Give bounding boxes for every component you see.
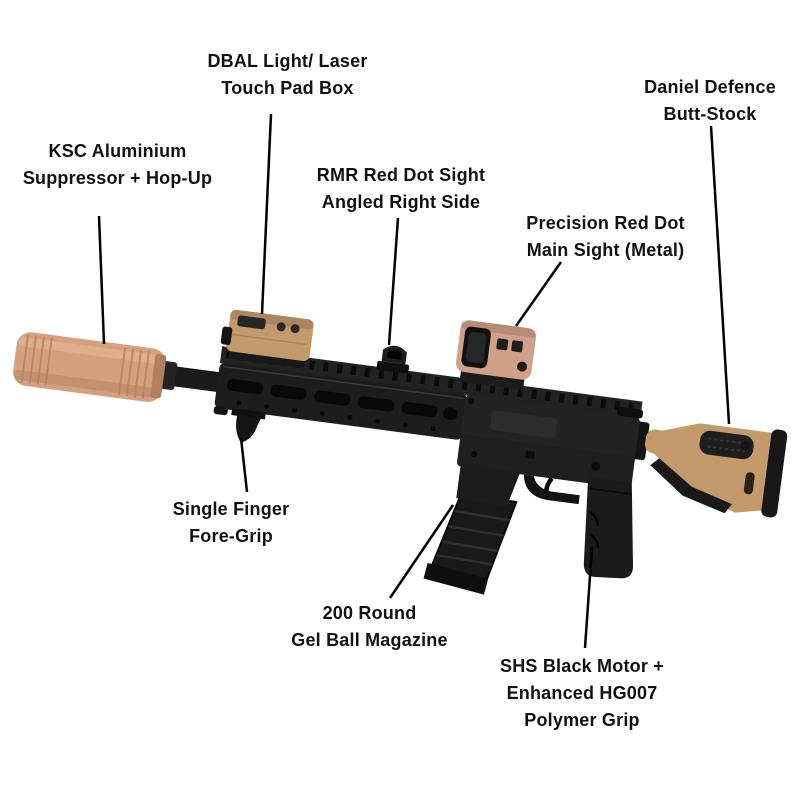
label-line: Touch Pad Box — [221, 78, 354, 98]
dbal-box — [220, 309, 314, 369]
label-dbal-light-laser: DBAL Light/ Laser Touch Pad Box — [170, 48, 405, 102]
sling-slot — [743, 472, 755, 495]
mlok-slots — [227, 378, 458, 420]
callout-line-suppressor — [97, 215, 106, 345]
charging-handle — [616, 406, 644, 419]
mag-baseplate — [423, 562, 489, 595]
label-line: Fore-Grip — [189, 526, 273, 546]
trigger — [544, 477, 554, 499]
label-line: RMR Red Dot Sight — [316, 165, 486, 185]
callout-line-grip — [583, 546, 594, 649]
safety-selector — [591, 461, 601, 471]
dbal-lens — [220, 326, 233, 345]
label-line: Gel Ball Magazine — [291, 630, 448, 650]
callout-lines — [97, 113, 731, 649]
suppressor — [13, 332, 167, 402]
rmr-sight — [376, 345, 410, 374]
lower-receiver — [456, 434, 635, 507]
callout-line-main-sight — [514, 261, 563, 327]
label-line: Main Sight (Metal) — [526, 240, 685, 260]
butt-stock — [650, 423, 788, 518]
pistol-grip — [583, 477, 634, 579]
callout-line-magazine — [388, 504, 455, 599]
label-line: Angled Right Side — [321, 192, 481, 212]
cheek-panel — [699, 430, 754, 460]
rifle — [13, 309, 788, 595]
dbal-touch-pad — [237, 315, 266, 330]
label-line: Daniel Defence — [644, 77, 776, 97]
label-line: Single Finger — [172, 499, 290, 519]
label-butt-stock: Daniel Defence Butt-Stock — [600, 74, 800, 128]
callout-line-dbal — [260, 113, 273, 315]
label-line: SHS Black Motor + — [500, 656, 664, 676]
butt-pad — [761, 429, 788, 518]
label-line: KSC Aluminium — [48, 141, 187, 161]
label-line: 200 Round — [322, 603, 417, 623]
magazine — [423, 493, 518, 595]
label-main-sight: Precision Red Dot Main Sight (Metal) — [498, 210, 713, 264]
handguard-holes — [236, 400, 436, 432]
magwell — [456, 464, 521, 507]
trigger-guard — [523, 474, 580, 505]
handguard — [213, 346, 643, 440]
callout-line-rmr — [387, 217, 400, 346]
label-magazine: 200 Round Gel Ball Magazine — [262, 600, 477, 654]
label-fore-grip: Single Finger Fore-Grip — [140, 496, 322, 550]
callout-line-butt-stock — [709, 125, 731, 425]
callout-line-fore-grip — [239, 437, 249, 493]
label-rmr-sight: RMR Red Dot Sight Angled Right Side — [295, 162, 507, 216]
label-line: DBAL Light/ Laser — [207, 51, 368, 71]
sling-point — [213, 406, 228, 416]
label-line: Precision Red Dot — [526, 213, 685, 233]
label-line: Suppressor + Hop-Up — [22, 168, 213, 188]
main-sight — [456, 319, 537, 390]
fore-grip — [231, 408, 266, 443]
label-line: Enhanced HG007 — [506, 683, 658, 703]
label-motor-grip: SHS Black Motor + Enhanced HG007 Polymer… — [462, 653, 702, 734]
label-line: Butt-Stock — [663, 104, 757, 124]
label-line: Polymer Grip — [524, 710, 640, 730]
mag-release — [525, 450, 536, 459]
label-suppressor: KSC Aluminium Suppressor + Hop-Up — [10, 138, 225, 192]
